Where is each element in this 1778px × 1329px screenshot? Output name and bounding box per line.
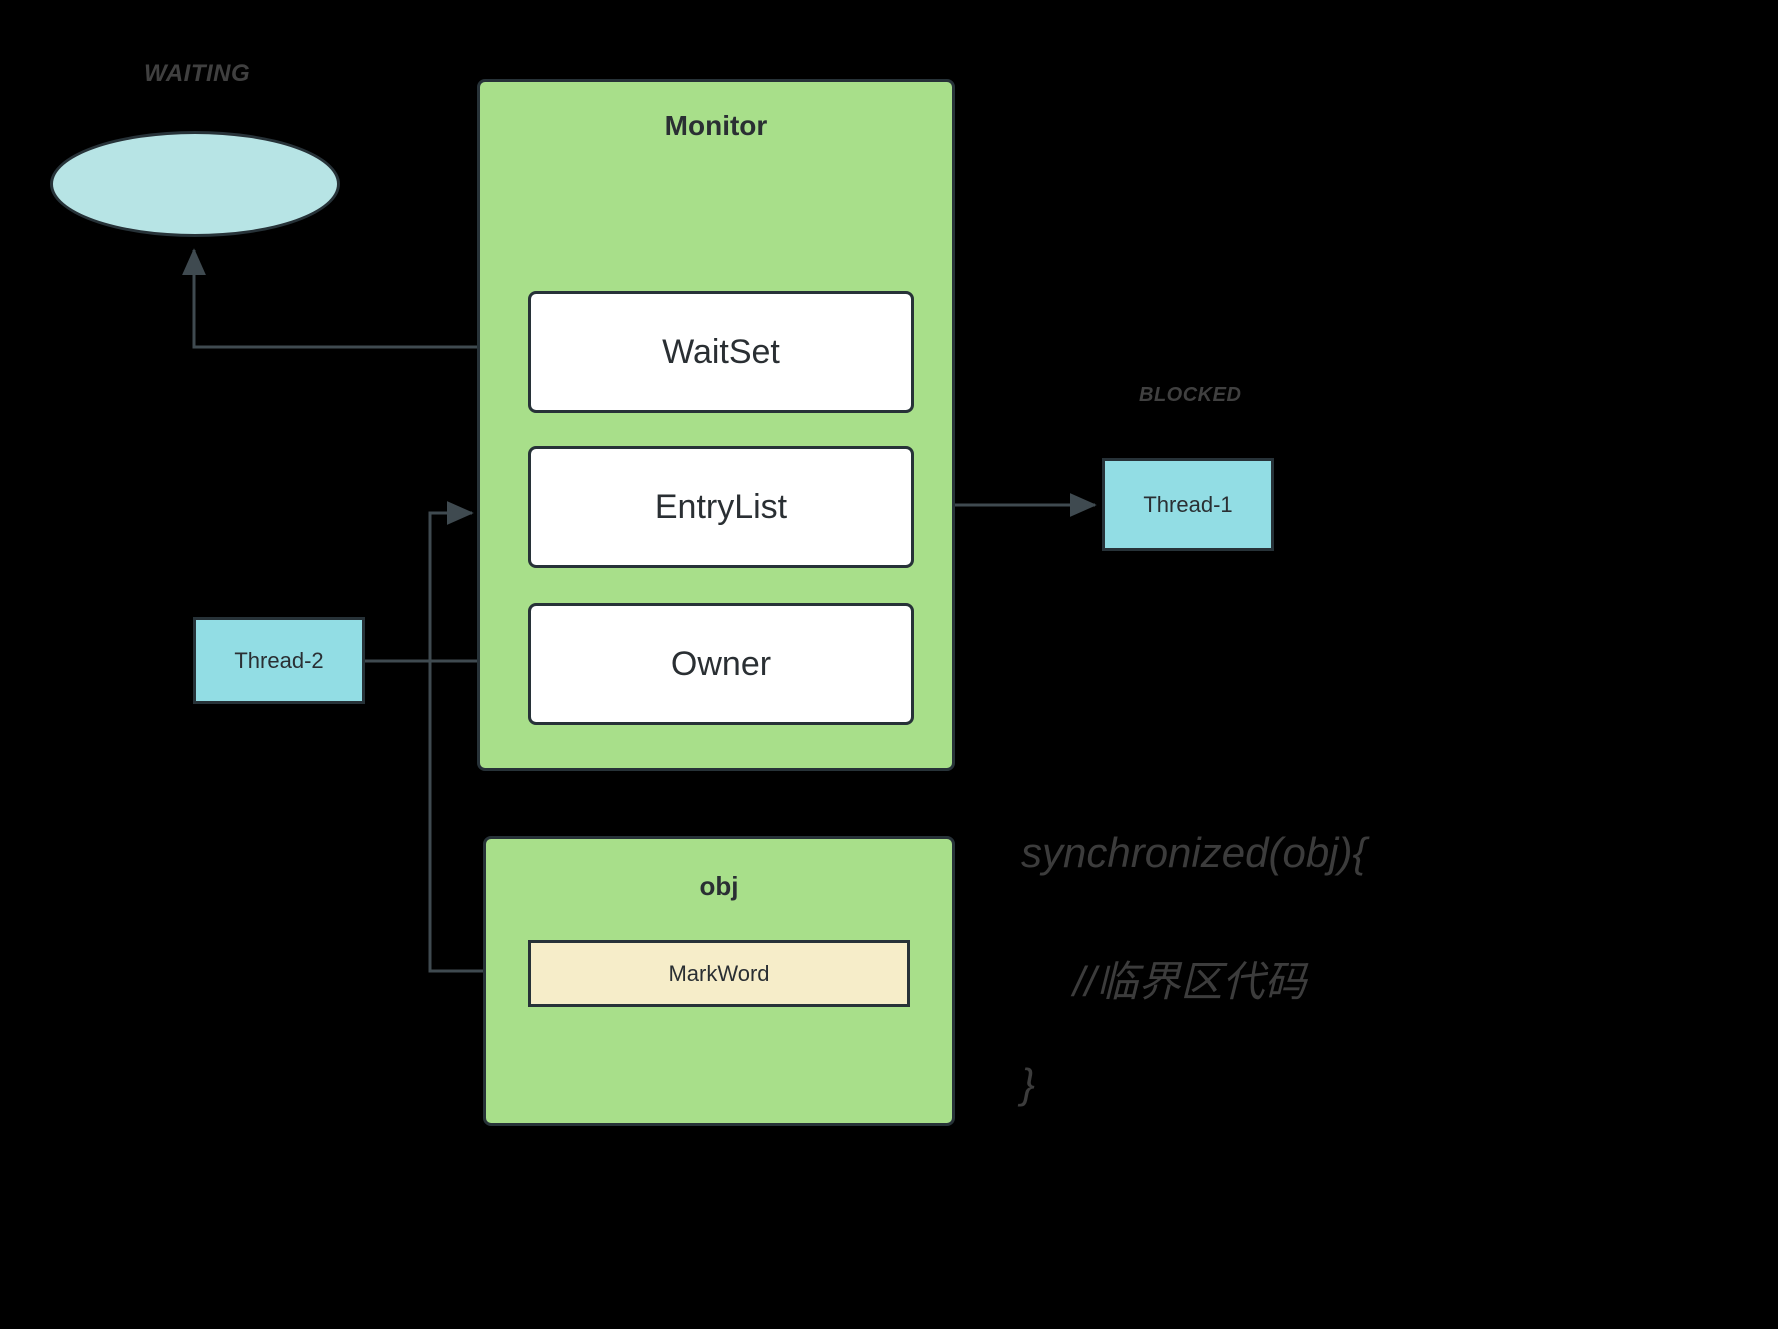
waiting-state-label: WAITING [144,60,251,87]
obj-box[interactable]: obj MarkWord [483,836,955,1126]
monitor-title: Monitor [664,110,768,141]
monitor-slot-owner[interactable]: Owner [528,603,914,725]
code-line-synchronized: synchronized(obj){ [1021,829,1367,876]
code-line-closing-brace: } [1021,1060,1036,1107]
markword-box[interactable]: MarkWord [528,940,910,1007]
blocked-state-label: BLOCKED [1139,384,1242,406]
connector-waitset-to-waiting [182,248,525,349]
thread-2-box[interactable]: Thread-2 [193,617,365,704]
obj-title: obj [699,871,739,901]
thread-1-box[interactable]: Thread-1 [1102,458,1274,551]
monitor-slot-waitset[interactable]: WaitSet [528,291,914,413]
monitor-box[interactable]: Monitor WaitSet EntryList Owner [477,79,955,771]
monitor-slot-entrylist[interactable]: EntryList [528,446,914,568]
waiting-thread-ellipse[interactable] [50,131,340,237]
code-line-critical-section-comment: //临界区代码 [1073,958,1307,1005]
